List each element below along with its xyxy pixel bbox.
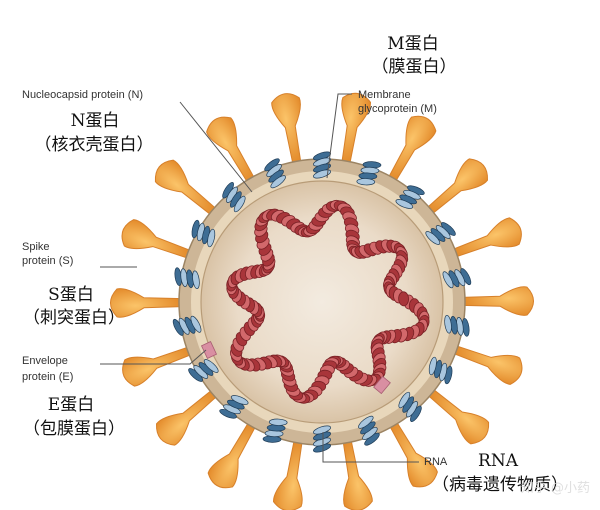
spike-protein — [122, 346, 193, 387]
spike-protein — [426, 387, 490, 445]
membrane-protein — [219, 395, 249, 419]
spike-protein — [206, 116, 256, 184]
membrane-protein — [191, 219, 216, 248]
membrane-protein — [262, 418, 288, 443]
membrane-protein — [264, 158, 286, 189]
envelope-proteins — [200, 341, 391, 395]
label-rna-en: RNA — [424, 456, 448, 468]
rna-nucleocapsid-strand — [226, 199, 430, 404]
spike-protein — [451, 344, 523, 385]
membrane-protein — [428, 356, 453, 385]
label-s-protein-cn: S蛋白 — [48, 285, 94, 305]
rna-bead — [398, 291, 410, 307]
label-envelope-en-1: Envelope — [22, 355, 68, 367]
membrane-protein — [356, 161, 382, 186]
label-rna-cn-sub: （病毒遗传物质） — [432, 475, 568, 495]
membrane-protein — [313, 151, 331, 179]
membrane-protein — [188, 359, 219, 382]
membrane-protein — [172, 315, 202, 336]
spike-protein — [461, 286, 534, 316]
watermark: 知乎 @小药 — [520, 481, 590, 496]
spike-protein — [156, 388, 219, 446]
spike-protein — [121, 219, 193, 260]
membrane-protein — [442, 268, 472, 289]
spike-protein — [425, 158, 488, 216]
viral-envelope — [178, 158, 466, 446]
label-nucleocapsid-en: Nucleocapsid protein (N) — [22, 89, 144, 101]
label-membrane-en-1: Membrane — [358, 89, 411, 101]
label-rna-cn: RNA — [478, 451, 518, 471]
spike-proteins — [110, 92, 534, 510]
spike-protein — [273, 438, 303, 510]
label-spike-en-2: protein (S) — [22, 255, 74, 267]
membrane-protein — [174, 267, 200, 290]
label-e-protein-cn: E蛋白 — [47, 395, 95, 415]
label-m-protein-cn-sub: （膜蛋白） — [371, 57, 457, 77]
label-envelope-en-2: protein (E) — [22, 371, 74, 383]
membrane-protein — [395, 185, 425, 209]
label-n-protein-cn: N蛋白 — [70, 111, 120, 131]
membrane-protein — [222, 182, 246, 213]
spike-protein — [110, 288, 183, 318]
membrane-proteins — [172, 151, 472, 453]
spike-protein — [341, 92, 371, 166]
membrane-protein — [313, 425, 331, 453]
spike-protein — [388, 420, 438, 488]
spike-protein — [207, 420, 257, 489]
label-membrane-en-2: glycoprotein (M) — [358, 103, 437, 115]
label-s-protein-cn-sub: （刺突蛋白） — [23, 308, 125, 328]
leader-lines — [100, 93, 419, 463]
membrane-protein — [398, 391, 422, 422]
spike-protein — [387, 115, 437, 184]
membrane-protein — [444, 314, 470, 337]
label-e-protein-cn-sub: （包膜蛋白） — [23, 419, 125, 439]
membrane-protein — [425, 222, 456, 245]
membrane-protein — [358, 415, 380, 446]
spike-protein — [154, 159, 218, 217]
label-m-protein-cn: M蛋白 — [387, 34, 439, 54]
spike-protein — [271, 93, 302, 166]
label-spike-en-1: Spike — [22, 241, 50, 253]
spike-protein — [342, 438, 373, 510]
label-n-protein-cn-sub: （核衣壳蛋白） — [34, 135, 154, 155]
spike-protein — [451, 217, 522, 258]
